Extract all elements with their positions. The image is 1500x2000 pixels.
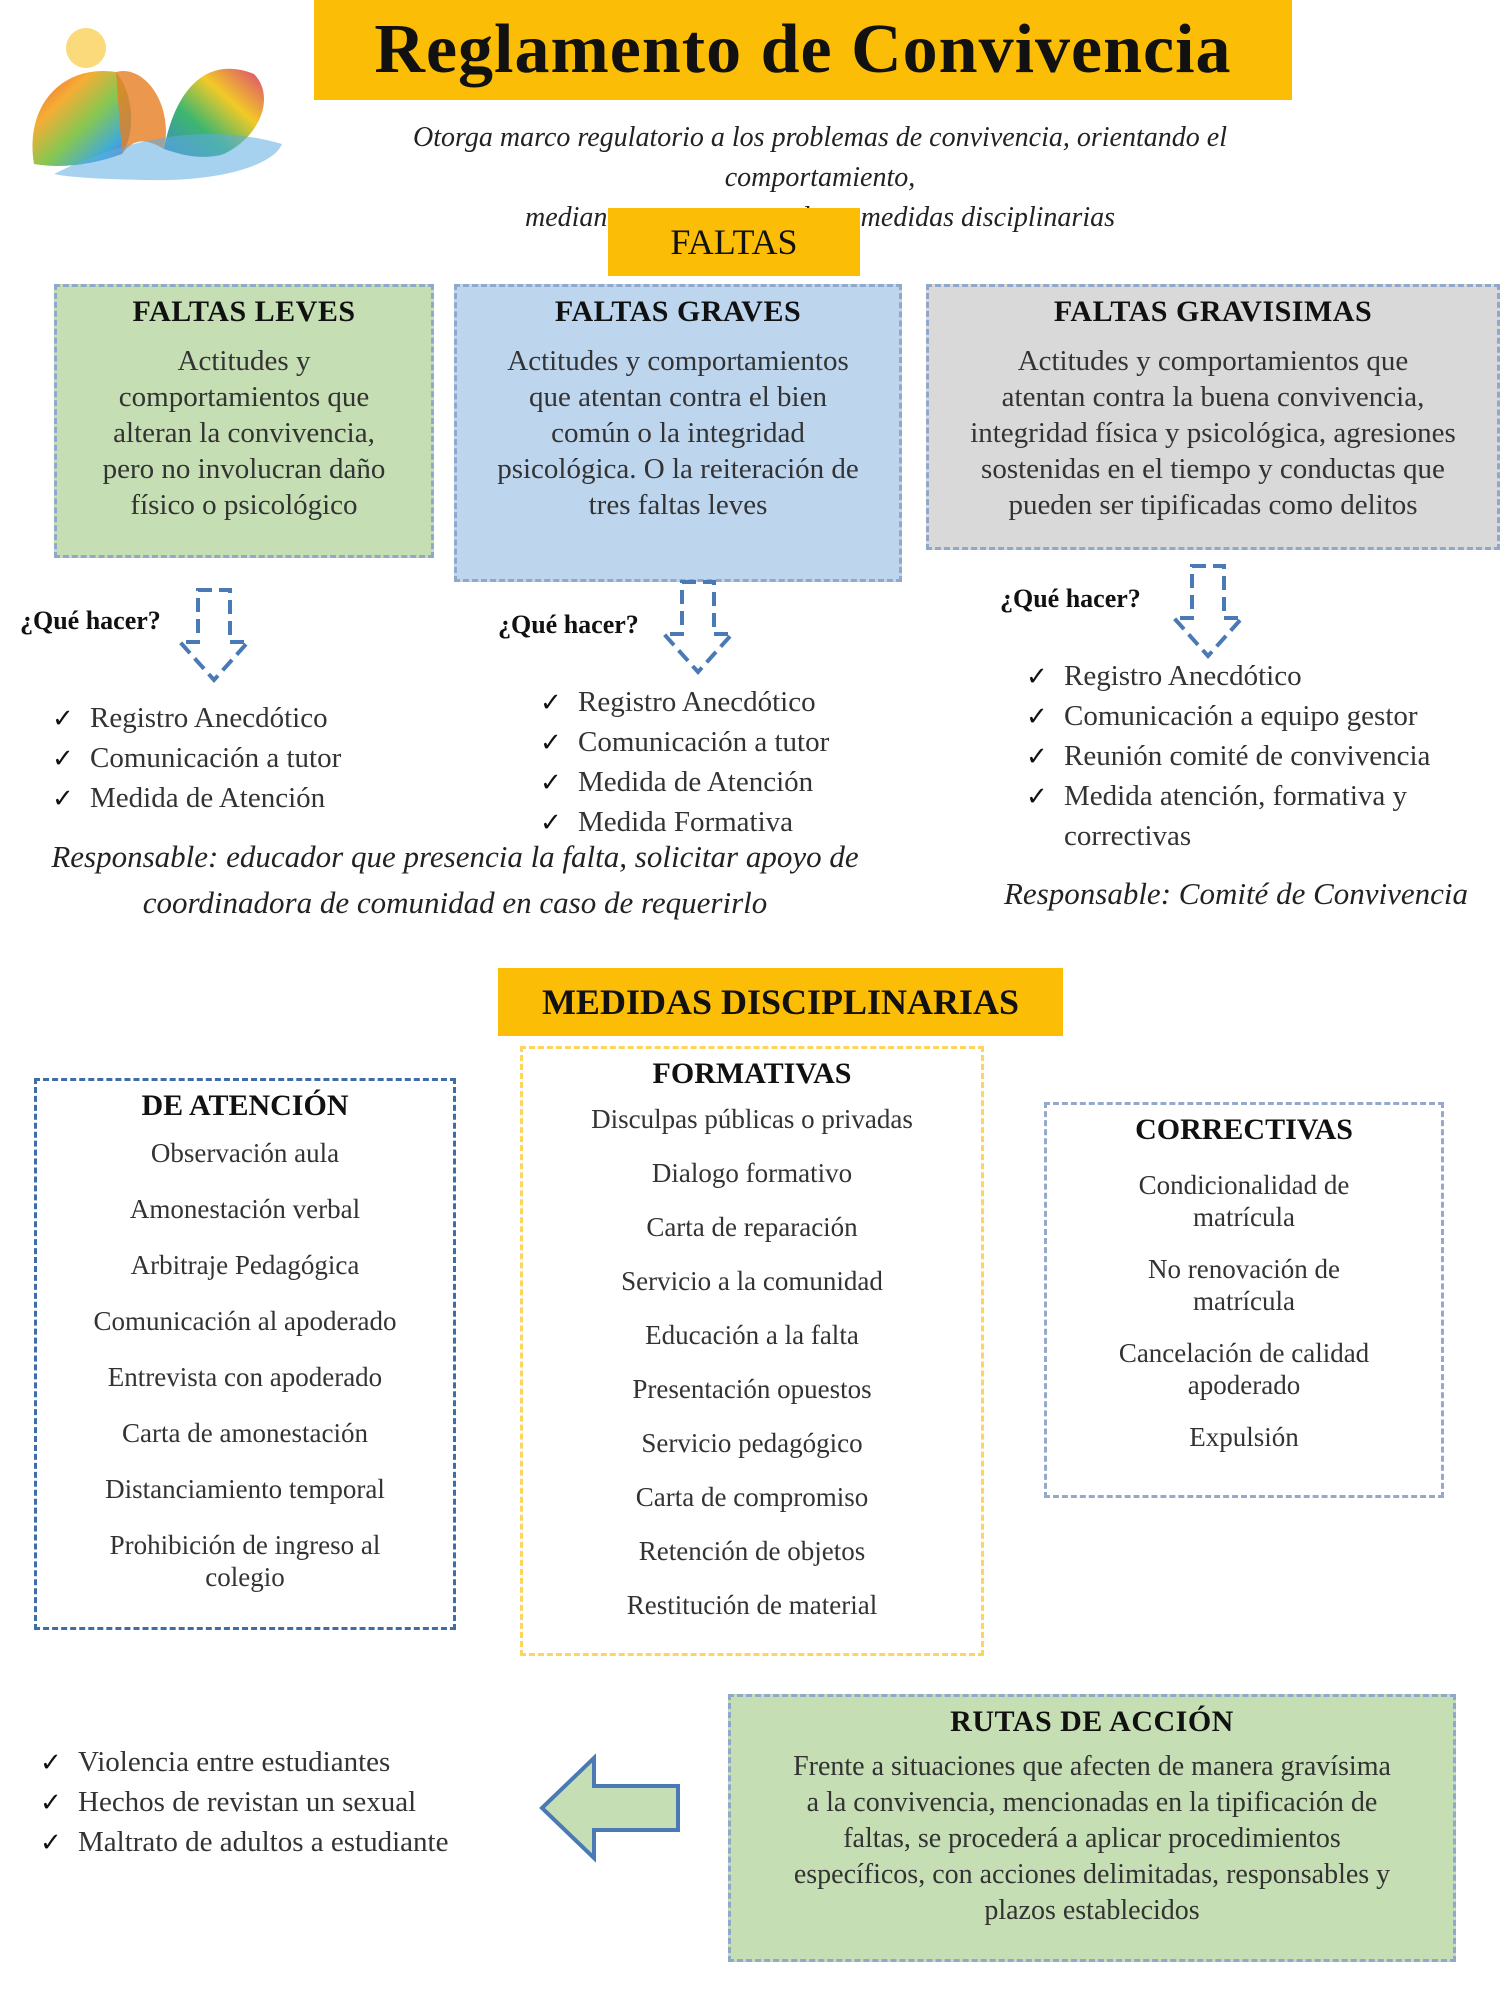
faltas-graves-box: FALTAS GRAVES Actitudes y comportamiento… [454,284,902,582]
left-arrow-icon [539,1753,680,1863]
list-item: Distanciamiento temporal [105,1474,385,1504]
check-icon: ✓ [1026,662,1048,692]
check-icon: ✓ [40,1788,62,1818]
list-item: Disculpas públicas o privadas [591,1104,913,1134]
list-item: correctivas [1064,820,1192,852]
check-icon: ✓ [1026,702,1048,732]
list-item: Cancelación de calidad apoderado [1118,1338,1370,1400]
check-icon: ✓ [40,1748,62,1778]
subtitle: Otorga marco regulatorio a los problemas… [330,118,1310,238]
down-arrow-icon [660,580,736,675]
faltas-heading: FALTAS [608,208,860,276]
check-icon: ✓ [1026,742,1048,772]
list-item: Carta de amonestación [122,1418,368,1448]
list-item: ✓Registro Anecdótico [540,682,829,722]
list-item: Carta de compromiso [635,1482,869,1512]
list-item: ✓Hechos de revistan un sexual [40,1782,448,1822]
list-item: ✓Medida Formativa [540,802,829,842]
faltas-graves-desc: Actitudes y comportamientos que atentan … [497,345,859,521]
list-item: ✓Comunicación a equipo gestor [1026,696,1430,736]
list-item: Restitución de material [626,1590,878,1620]
rutas-accion-desc: Frente a situaciones que afecten de mane… [793,1751,1391,1926]
list-item: Educación a la falta [645,1320,859,1350]
check-icon: ✓ [540,808,562,838]
check-icon: ✓ [52,704,74,734]
title-banner: Reglamento de Convivencia [314,0,1292,100]
list-item: Arbitraje Pedagógica [130,1250,360,1280]
faltas-gravisimas-desc: Actitudes y comportamientos que atentan … [970,345,1456,521]
list-item: Retención de objetos [638,1536,866,1566]
medidas-correctivas-title: CORRECTIVAS [1135,1113,1353,1146]
check-icon: ✓ [540,768,562,798]
faltas-gravisimas-title: FALTAS GRAVISIMAS [1053,295,1373,328]
medidas-formativas-box: FORMATIVAS Disculpas públicas o privadas… [520,1046,984,1656]
list-item: ✓Violencia entre estudiantes [40,1742,448,1782]
responsable-gravisimas: Responsable: Comité de Convivencia [1004,876,1469,911]
list-item: Carta de reparación [646,1212,858,1242]
faltas-graves-title: FALTAS GRAVES [554,295,802,328]
list-item: ✓Registro Anecdótico [52,698,341,738]
faltas-gravisimas-box: FALTAS GRAVISIMAS Actitudes y comportami… [926,284,1500,550]
medidas-correctivas-box: CORRECTIVAS Condicionalidad de matrícula… [1044,1102,1444,1498]
list-item: ✓Comunicación a tutor [52,738,341,778]
check-icon: ✓ [540,728,562,758]
list-item: ✓Medida de Atención [52,778,341,818]
list-item: Dialogo formativo [651,1158,853,1188]
list-item: Amonestación verbal [129,1194,361,1224]
list-item: Observación aula [150,1138,340,1168]
down-arrow-icon [1170,564,1246,659]
down-arrow-icon [176,588,252,683]
list-item: Presentación opuestos [632,1374,872,1404]
list-item: Condicionalidad de matrícula [1138,1170,1350,1232]
medidas-atencion-title: DE ATENCIÓN [141,1089,349,1122]
faltas-leves-title: FALTAS LEVES [132,295,356,328]
subtitle-line-1: Otorga marco regulatorio a los problemas… [413,122,1227,193]
leves-actions-list: ✓Registro Anecdótico ✓Comunicación a tut… [52,698,341,818]
list-item: No renovación de matrícula [1148,1254,1340,1316]
rutas-list: ✓Violencia entre estudiantes ✓Hechos de … [40,1742,448,1862]
list-item: Servicio pedagógico [641,1428,863,1458]
list-item: Entrevista con apoderado [107,1362,383,1392]
rutas-accion-title: RUTAS DE ACCIÓN [950,1705,1234,1738]
list-item: Expulsión [1189,1422,1299,1452]
rutas-accion-box: RUTAS DE ACCIÓN Frente a situaciones que… [728,1694,1456,1962]
list-item: Servicio a la comunidad [621,1266,883,1296]
page-title: Reglamento de Convivencia [374,11,1232,88]
list-item: Prohibición de ingreso al colegio [109,1530,381,1592]
que-hacer-gravisimas-label: ¿Qué hacer? [1000,584,1141,613]
list-item: Comunicación al apoderado [93,1306,397,1336]
check-icon: ✓ [52,744,74,774]
list-item: ✓Medida atención, formativa y [1026,776,1430,816]
graves-actions-list: ✓Registro Anecdótico ✓Comunicación a tut… [540,682,829,842]
responsable-leves-graves: Responsable: educador que presencia la f… [51,839,859,920]
faltas-leves-box: FALTAS LEVES Actitudes y comportamientos… [54,284,434,558]
list-item: ✓Reunión comité de convivencia [1026,736,1430,776]
school-logo [32,28,282,181]
check-icon: ✓ [40,1828,62,1858]
check-icon: ✓ [52,784,74,814]
medidas-heading: MEDIDAS DISCIPLINARIAS [498,968,1063,1036]
medidas-atencion-box: DE ATENCIÓN Observación aula Amonestació… [34,1078,456,1630]
check-icon: ✓ [540,688,562,718]
gravisimas-actions-list: ✓Registro Anecdótico ✓Comunicación a equ… [1026,656,1430,856]
list-item: ✓Maltrato de adultos a estudiante [40,1822,448,1862]
check-icon: ✓ [1026,782,1048,812]
medidas-formativas-title: FORMATIVAS [652,1057,852,1090]
list-item: ✓Medida de Atención [540,762,829,802]
list-item: ✓Registro Anecdótico [1026,656,1430,696]
faltas-leves-desc: Actitudes y comportamientos que alteran … [102,345,386,521]
que-hacer-leves-label: ¿Qué hacer? [20,606,161,635]
que-hacer-graves-label: ¿Qué hacer? [498,610,639,639]
list-item: ✓Comunicación a tutor [540,722,829,762]
